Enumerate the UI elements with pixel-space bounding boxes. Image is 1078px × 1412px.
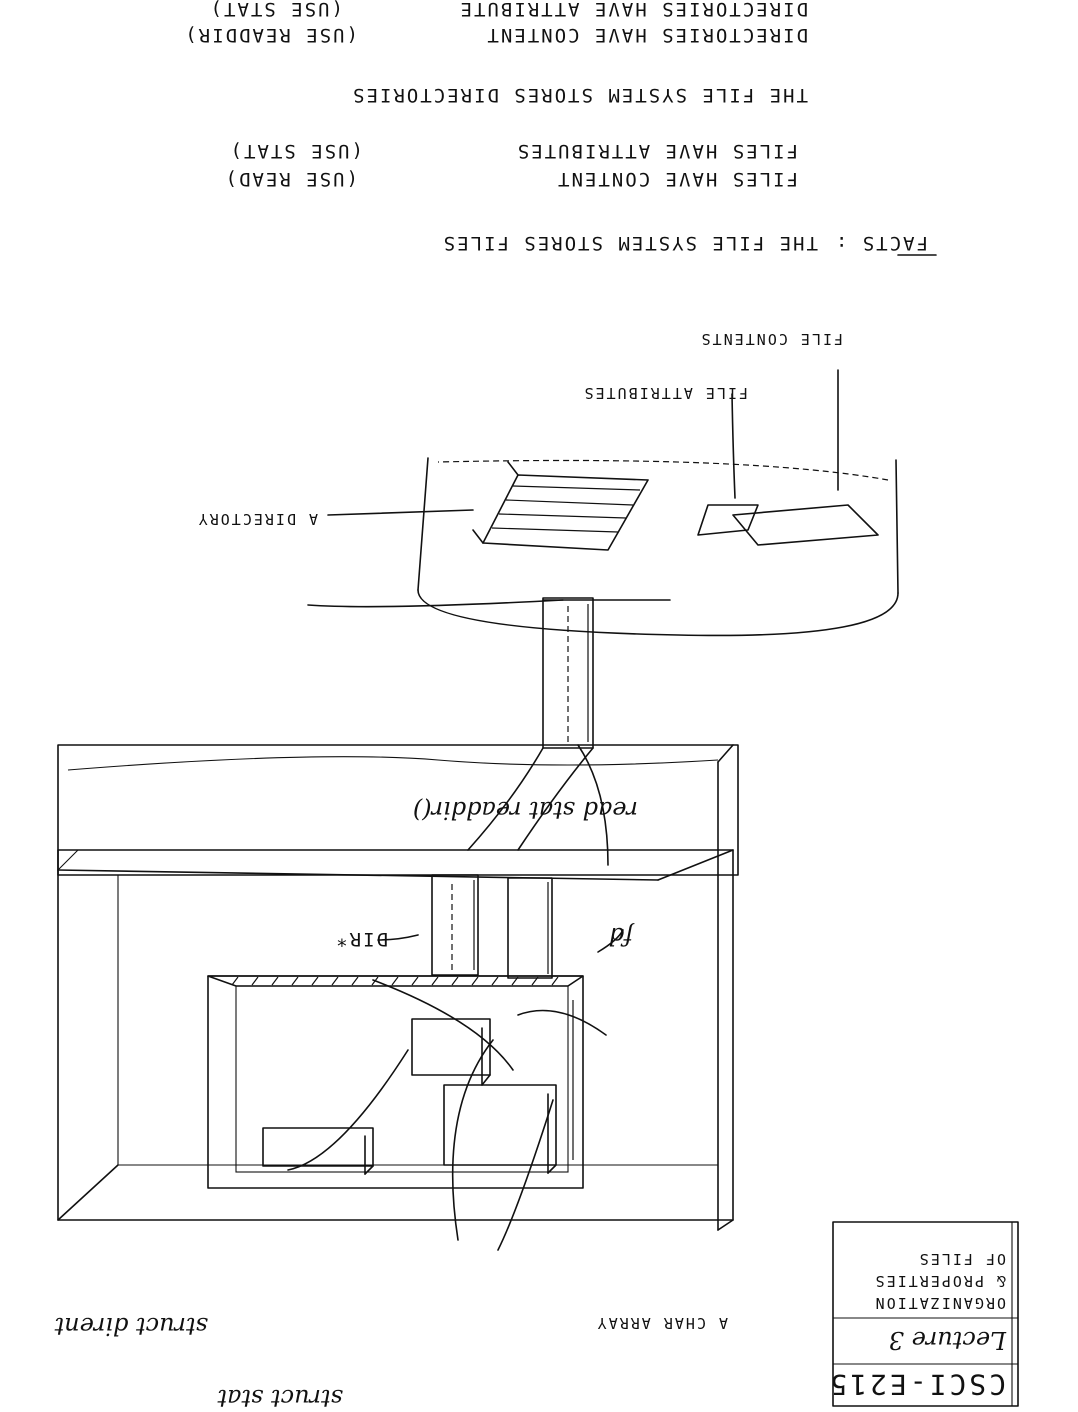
directory-label: A DIRECTORY [196,510,318,528]
facts-line-6: DIRECTORIES HAVE ATTRIBUTE [458,0,808,20]
topic-line-2: & PROPERTIES [873,1272,1006,1290]
user-space-box [57,761,734,1231]
facts-heading: FACTS : [833,232,928,254]
syscall-band [57,744,739,876]
facts-line-6-note: (USE STAT) [208,0,343,20]
struct-dirent-buffer [262,1127,374,1175]
char-array-buffer [443,1084,557,1174]
course-code: CSCI-E215 [827,1368,1006,1401]
facts-line-5: DIRECTORIES HAVE CONTENT [485,24,808,46]
disk-platter [417,457,899,637]
struct-stat-label: struct stat [217,1384,343,1412]
topic-line-1: ORGANIZATION [873,1294,1006,1312]
facts-line-3: FILES HAVE ATTRIBUTES [515,140,798,162]
directory-slab [472,461,649,551]
facts-line-4: THE FILE SYSTEM STORES DIRECTORIES [351,84,808,106]
process-memory-box [207,975,584,1189]
fd-label: fd [608,922,633,950]
syscalls-label: read stat readdir() [412,796,638,824]
char-array-label: A CHAR ARRAY [595,1314,728,1332]
facts-line-2-note: (USE READ) [223,168,358,190]
struct-stat-buffer [411,1018,491,1086]
lecture-number: Lecture 3 [888,1326,1006,1354]
file-contents-label: FILE CONTENTS [699,330,843,348]
topic-line-3: OF FILES [917,1250,1006,1268]
facts-line-5-note: (USE READDIR) [183,24,358,46]
dirp-pipe [431,874,479,976]
dirp-label: DIR* [334,928,388,950]
file-attributes-label: FILE ATTRIBUTES [582,384,748,402]
facts-line-2: FILES HAVE CONTENT [556,168,798,190]
file-slabs [697,504,879,546]
leader-lines [287,369,839,1251]
facts-line-1: THE FILE SYSTEM STORES FILES [441,232,818,254]
kernel-column [467,597,609,866]
facts-line-3-note: (USE STAT) [228,140,363,162]
title-card-frame [832,1221,1019,1407]
fd-pipe [507,877,553,979]
struct-dirent-label: struct dirent [54,1312,208,1340]
